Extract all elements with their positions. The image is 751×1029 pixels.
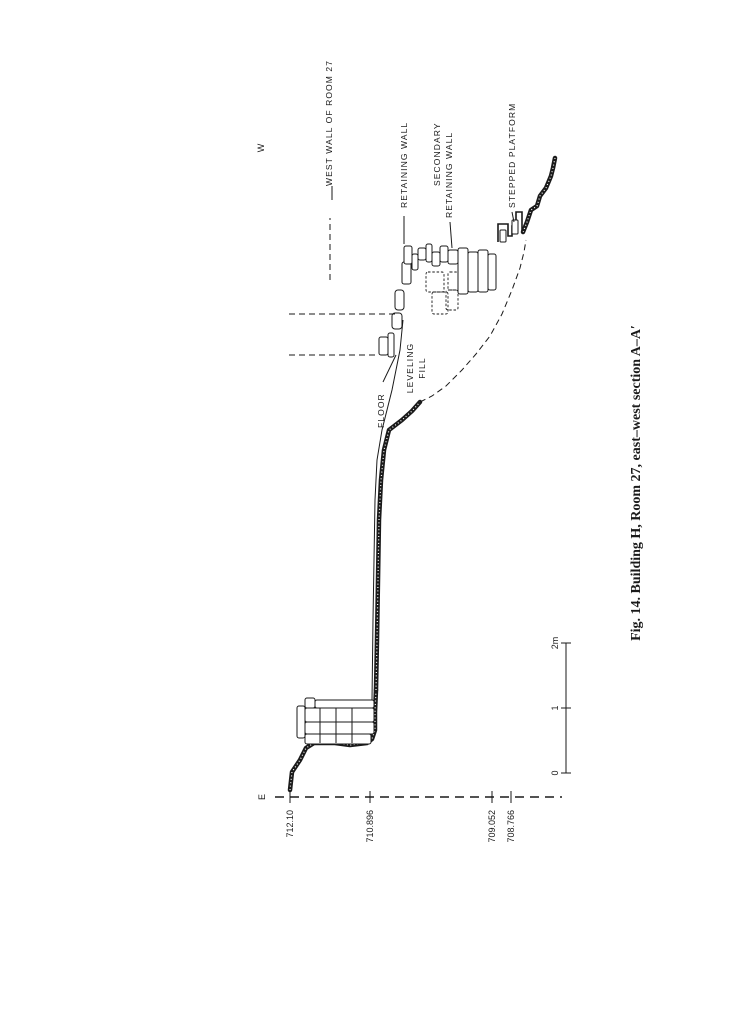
scale-bar: 0 1 2m [550, 637, 571, 776]
wall-stone-dashed [431, 291, 449, 315]
secondary-label-line1: SECONDARY [432, 122, 442, 186]
leveling-label-line1: LEVELING [405, 343, 415, 393]
leveling-label-line2: FILL [417, 357, 427, 378]
wall-stone [304, 697, 316, 709]
wall-stone [487, 253, 497, 291]
floor-stones [378, 289, 405, 358]
wall-stone [411, 253, 419, 271]
west-wall-label: WEST WALL OF ROOM 27 [324, 60, 334, 186]
leader-line [511, 211, 515, 223]
leader-line [382, 354, 397, 383]
wall-stone [403, 245, 413, 265]
bedrock-floor-line-hatch [375, 401, 421, 691]
wall-stone [401, 261, 412, 285]
wall-stone-joints [319, 708, 353, 743]
wall-stone [425, 243, 433, 263]
floor-stone [387, 332, 395, 358]
wall-stone [477, 249, 489, 293]
elevation-label: 709.052 [487, 810, 497, 843]
wall-stone-dashed [447, 271, 459, 291]
bedrock-floor-line [373, 399, 423, 693]
scale-label-0: 0 [550, 770, 560, 775]
floor-stone [394, 289, 405, 311]
secondary-retaining-wall [425, 247, 497, 315]
platform-stone [499, 229, 507, 243]
scale-label-1: 1 [550, 705, 560, 710]
elevation-label: 712.10 [285, 810, 295, 838]
wall-stone [417, 247, 427, 261]
floor-label: FLOOR [376, 393, 386, 428]
east-wall [296, 697, 375, 745]
platform-stone [511, 219, 519, 235]
floor-surface-line [371, 319, 404, 701]
leveling-fill-boundary [419, 239, 527, 403]
retaining-wall-label: RETAINING WALL [399, 122, 409, 208]
wall-stone [314, 699, 375, 709]
leader-line [449, 221, 453, 249]
wall-stone [431, 251, 441, 267]
wall-stone [447, 249, 459, 265]
wall-stone [296, 705, 306, 739]
wall-stone [304, 721, 375, 735]
wall-stone [439, 245, 449, 263]
wall-stone-dashed [425, 271, 445, 293]
bedrock-west-step [520, 155, 558, 235]
elevation-label: 708.766 [506, 810, 516, 843]
scale-label-2m: 2m [550, 637, 560, 650]
floor-stone [391, 312, 403, 330]
wall-stone [304, 733, 372, 745]
stepped-platform [497, 211, 523, 243]
wall-stone [467, 251, 479, 293]
figure-caption: Fig. 14. Building H, Room 27, east–west … [629, 325, 644, 641]
wall-stone-dashed [445, 289, 459, 311]
bedrock-west-step-hatch [522, 157, 556, 233]
west-label: W [256, 143, 266, 152]
elevation-label: 710.896 [365, 810, 375, 843]
floor-stone [378, 336, 389, 356]
wall-stone [457, 247, 469, 295]
wall-stone [304, 707, 375, 723]
east-label: E [257, 794, 267, 800]
stepped-platform-label: STEPPED PLATFORM [507, 103, 517, 208]
retaining-wall [401, 243, 459, 285]
elevation-markers: 712.10 710.896 709.052 708.766 [285, 791, 516, 843]
secondary-label-line2: RETAINING WALL [444, 132, 454, 218]
